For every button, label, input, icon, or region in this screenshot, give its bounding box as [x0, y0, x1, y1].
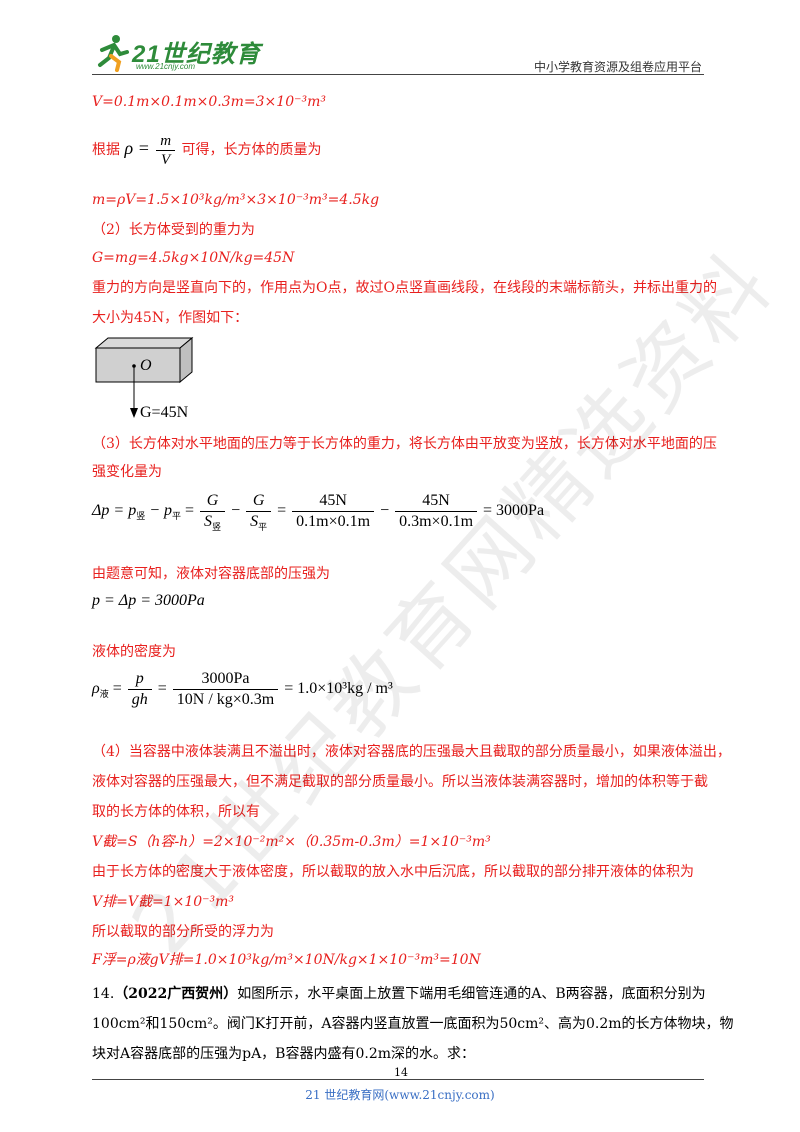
- logo-title: 21世纪教育: [132, 41, 261, 68]
- eq1-d1: 0.1m×0.1m: [292, 510, 375, 532]
- gravity-explain-1: 重力的方向是竖直向下的，作用点为O点，故过O点竖直画线段，在线段的末端标箭头，并…: [92, 280, 717, 296]
- page-number: 14: [394, 1066, 408, 1079]
- eq1-sub2: 平: [172, 511, 182, 522]
- gravity-diagram: [94, 336, 194, 418]
- cut-volume-line: V截=S（h容-h）=2×10⁻²m²×（0.35m-0.3m）=1×10⁻³m…: [92, 834, 491, 850]
- liquid-pressure-text: 由题意可知，液体对容器底部的压强为: [92, 566, 330, 582]
- footer-rule: [92, 1079, 704, 1080]
- sink-explain-line: 由于长方体的密度大于液体密度，所以截取的放入水中后沉底，所以截取的部分排开液体的…: [92, 864, 694, 880]
- part4-line-3: 取的长方体的体积，所以有: [92, 804, 260, 820]
- eq1-s1: S: [204, 512, 213, 530]
- eq1-d2: 0.3m×0.1m: [395, 510, 478, 532]
- frac-num-m: m: [160, 132, 172, 149]
- eq3-gh: gh: [127, 688, 152, 710]
- label-g-text: G=45N: [140, 404, 189, 421]
- eq3-sub: 液: [99, 689, 109, 700]
- liquid-density-equation: ρ液 = p gh = 3000Pa 10N / kg×0.3m = 1.0×1…: [92, 669, 393, 710]
- eq1-n1: 45N: [319, 491, 347, 509]
- part4-line-2: 液体对容器的压强最大，但不满足截取的部分质量最小。所以当液体装满容器时，增加的体…: [92, 774, 708, 790]
- m-over-v-fraction: m V: [156, 132, 176, 169]
- eq1-s2sub: 平: [258, 522, 268, 533]
- label-o: O: [140, 357, 152, 374]
- density-text: 液体的密度为: [92, 644, 176, 660]
- question-14-line-2: 100cm²和150cm²。阀门K打开前，A容器内竖直放置一底面积为50cm²、…: [92, 1016, 734, 1032]
- arrow-head-icon: [130, 408, 138, 418]
- question-text-a: 如图所示，水平桌面上放置下端用毛细管连通的A、B两容器，底面积分别为: [237, 986, 706, 1002]
- platform-text: 中小学教育资源及组卷应用平台: [533, 60, 702, 74]
- footer-site: 21 世纪教育网(www.21cnjy.com): [305, 1088, 495, 1102]
- eq1-sub1: 竖: [136, 511, 146, 522]
- eq1-frac-num1: 45N 0.1m×0.1m: [292, 491, 375, 532]
- logo-url: www.21cnjy.com: [136, 62, 195, 71]
- pressure-heading-1: （3）长方体对水平地面的压力等于长方体的重力，将长方体由平放变为竖放，长方体对水…: [92, 436, 717, 452]
- eq3-result: = 1.0×10³kg / m³: [284, 680, 393, 697]
- text-mass-is: 可得，长方体的质量为: [181, 142, 322, 158]
- gravity-explain-2: 大小为45N，作图如下：: [92, 310, 249, 326]
- volume-line: V=0.1m×0.1m×0.3m=3×10⁻³m³: [92, 94, 326, 110]
- displaced-volume-line: V排=V截=1×10⁻³m³: [92, 894, 235, 910]
- eq1-s2: S: [250, 512, 259, 530]
- pressure-heading-2: 强变化量为: [92, 464, 162, 480]
- label-g: G=45N: [140, 404, 188, 422]
- question-14-line-3: 块对A容器底部的压强为pA，B容器内盛有0.2m深的水。求：: [92, 1046, 476, 1062]
- eq1-frac-g-s2: G S平: [246, 491, 272, 533]
- text-according: 根据: [92, 142, 120, 158]
- liquid-pressure-eq: p = Δp = 3000Pa: [92, 592, 205, 609]
- eq1-n2: 45N: [422, 491, 450, 509]
- pressure-change-equation: Δp = p竖 − p平 = G S竖 − G S平 = 45N 0.1m×0.…: [92, 491, 545, 533]
- mass-line: m=ρV=1.5×10³kg/m³×3×10⁻³m³=4.5kg: [92, 192, 380, 208]
- question-14-line-1: 14.（2022广西贺州）如图所示，水平桌面上放置下端用毛细管连通的A、B两容器…: [92, 984, 706, 1004]
- eq1-mid: − p: [149, 502, 172, 519]
- box-front-face: [95, 347, 181, 383]
- eq3-frac-values: 3000Pa 10N / kg×0.3m: [172, 669, 279, 710]
- question-number: 14.: [92, 986, 115, 1002]
- frac-den-v: V: [156, 149, 176, 169]
- eq3-d: 10N / kg×0.3m: [172, 688, 279, 710]
- eq1-frac-g-s1: G S竖: [200, 491, 226, 533]
- eq1-frac-num2: 45N 0.3m×0.1m: [395, 491, 478, 532]
- eq1-g1: G: [206, 491, 219, 509]
- gravity-calc-line: G=mg=4.5kg×10N/kg=45N: [92, 250, 295, 266]
- question-source: （2022广西贺州）: [114, 986, 238, 1002]
- gravity-heading: （2）长方体受到的重力为: [92, 222, 255, 238]
- eq1-g2: G: [252, 491, 265, 509]
- eq1-result: = 3000Pa: [483, 502, 545, 519]
- header-rule: [92, 74, 704, 75]
- buoyancy-text: 所以截取的部分所受的浮力为: [92, 924, 274, 940]
- eq3-n: 3000Pa: [201, 669, 250, 687]
- buoyancy-calc-line: F浮=ρ液gV排=1.0×10³kg/m³×10N/kg×1×10⁻³m³=10…: [92, 952, 481, 968]
- part4-line-1: （4）当容器中液体装满且不溢出时，液体对容器底的压强最大且截取的部分质量最小，如…: [92, 744, 731, 760]
- runner-logo-icon: [98, 35, 129, 72]
- eq1-lhs: Δp = p: [92, 502, 137, 519]
- density-formula-line: 根据 ρ = m V 可得，长方体的质量为: [92, 128, 322, 168]
- rho-symbol: ρ =: [124, 138, 150, 158]
- eq3-rho: ρ: [92, 680, 100, 697]
- eq3-frac-p-gh: p gh: [127, 669, 152, 710]
- eq3-p: p: [135, 669, 144, 687]
- eq1-s1sub: 竖: [212, 522, 222, 533]
- box-top-face: [94, 337, 194, 349]
- header-logo: 21世纪教育 www.21cnjy.com: [92, 30, 262, 76]
